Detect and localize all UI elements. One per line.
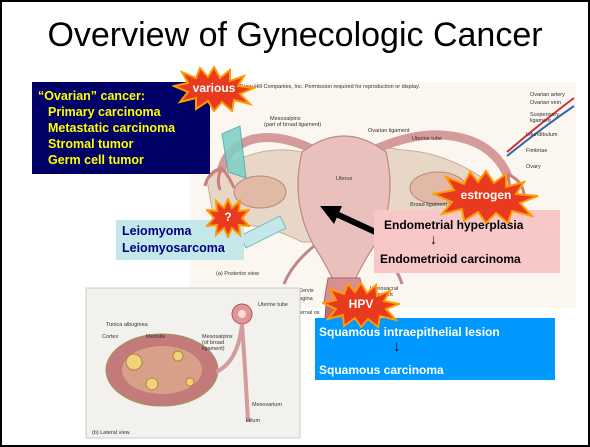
follicle-2 [146, 378, 158, 390]
down-arrow-icon: ↓ [430, 232, 437, 246]
various-burst-label: various [172, 81, 256, 95]
mesovarium-label: Mesovarium [252, 402, 282, 408]
copyright-label: McGraw-Hill Companies, Inc. Permission r… [232, 84, 420, 90]
medulla-label: Medulla [146, 334, 166, 340]
mesosalpinx-sub-label: (part of broad ligament) [264, 122, 321, 128]
down-arrow-icon: ↓ [393, 339, 401, 354]
estrogen-burst-label: estrogen [432, 188, 540, 202]
ovarian-item-metastatic: Metastatic carcinoma [38, 120, 206, 136]
cortex-label: Cortex [102, 334, 118, 340]
uterus-label: Uterus [336, 176, 352, 182]
infundibulum-label: Infundibulum [526, 132, 558, 138]
follicle-4 [186, 378, 194, 386]
ovarian-artery-label: Ovarian artery [530, 92, 565, 98]
follicle-3 [173, 351, 183, 361]
fimbriae-label: Fimbriae [526, 148, 547, 154]
tube-lumen [238, 310, 246, 318]
uterine-tube-label: Uterine tube [412, 136, 442, 142]
ligament2-label: ligament) [202, 346, 225, 352]
endometrioid-carcinoma-label: Endometrioid carcinoma [380, 252, 521, 266]
hpv-burst-label: HPV [322, 297, 400, 311]
hilum-label: Hilum [246, 418, 260, 424]
follicle-1 [126, 354, 142, 370]
ovarian-item-stromal: Stromal tumor [38, 136, 206, 152]
ovarian-vein-label: Ovarian vein [530, 100, 561, 106]
squamous-carcinoma-label: Squamous carcinoma [319, 363, 444, 377]
posterior-view-label: (a) Posterior view [216, 271, 259, 277]
ovarian-item-germ-cell: Germ cell tumor [38, 152, 206, 168]
uterine-tube2-label: Uterine tube [258, 302, 288, 308]
ligament-label: ligament [530, 118, 551, 124]
lateral-view-label: (b) Lateral view [92, 430, 130, 436]
tunica-label: Tunica albuginea [106, 322, 149, 328]
question-burst-label: ? [206, 210, 250, 224]
ovarian-ligament-label: Ovarian ligament [368, 128, 410, 134]
leiomyosarcoma-label: Leiomyosarcoma [122, 240, 244, 257]
